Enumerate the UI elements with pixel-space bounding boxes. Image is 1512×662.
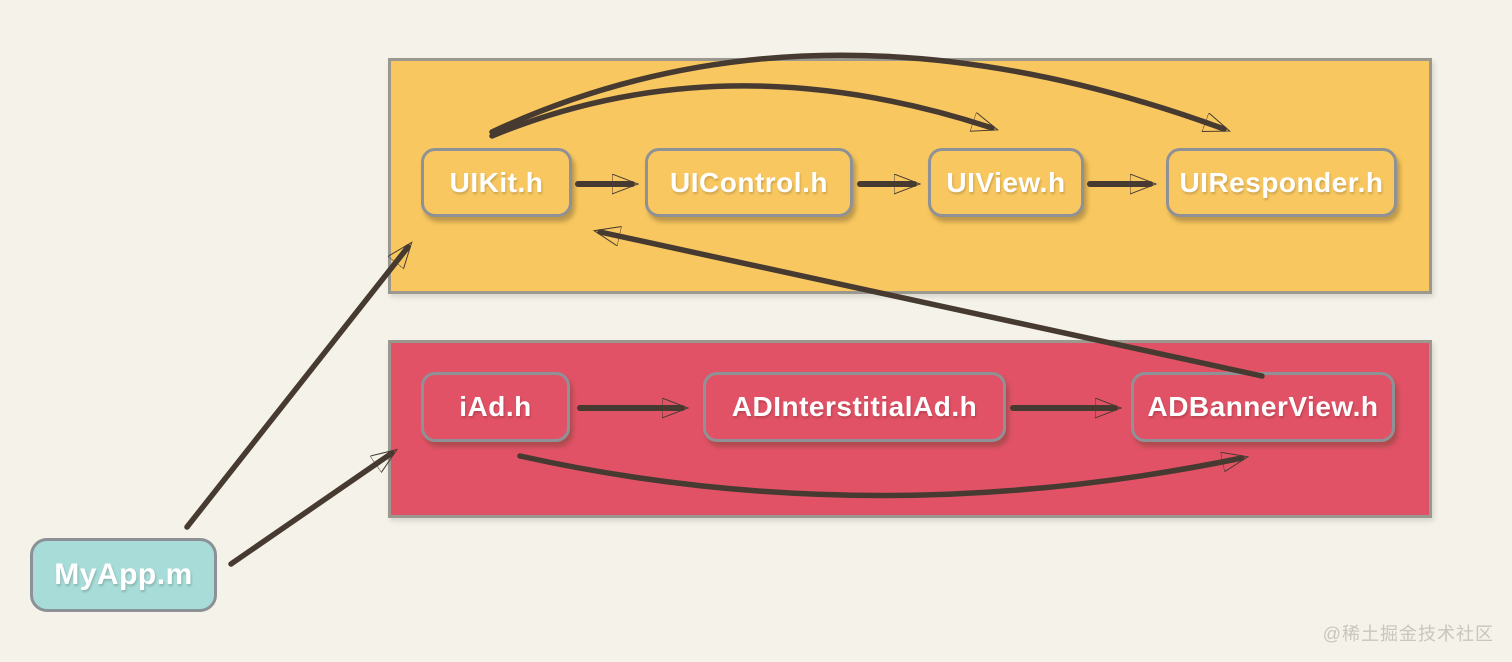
node-adbannerview-h: ADBannerView.h (1131, 372, 1395, 442)
node-uiview-h: UIView.h (928, 148, 1084, 217)
arrow-myapp-to-iad (228, 453, 392, 567)
node-iad-h: iAd.h (421, 372, 570, 442)
node-adinterstitialad-h-label: ADInterstitialAd.h (731, 391, 978, 422)
node-myapp-m: MyApp.m (30, 538, 217, 612)
node-uiview-h-label: UIView.h (946, 166, 1066, 198)
node-uikit-h: UIKit.h (421, 148, 572, 217)
watermark: @稀土掘金技术社区 (1322, 624, 1494, 644)
node-iad-h-label: iAd.h (459, 391, 532, 422)
node-myapp-m-label: MyApp.m (54, 558, 193, 591)
node-uicontrol-h-label: UIControl.h (670, 166, 828, 198)
node-uikit-h-label: UIKit.h (449, 166, 544, 198)
node-uiresponder-h-label: UIResponder.h (1179, 166, 1384, 198)
arrow-myapp-to-uikit (184, 247, 408, 530)
node-uiresponder-h: UIResponder.h (1166, 148, 1397, 217)
node-uicontrol-h: UIControl.h (645, 148, 853, 217)
node-adbannerview-h-label: ADBannerView.h (1147, 391, 1379, 422)
node-adinterstitialad-h: ADInterstitialAd.h (703, 372, 1006, 442)
